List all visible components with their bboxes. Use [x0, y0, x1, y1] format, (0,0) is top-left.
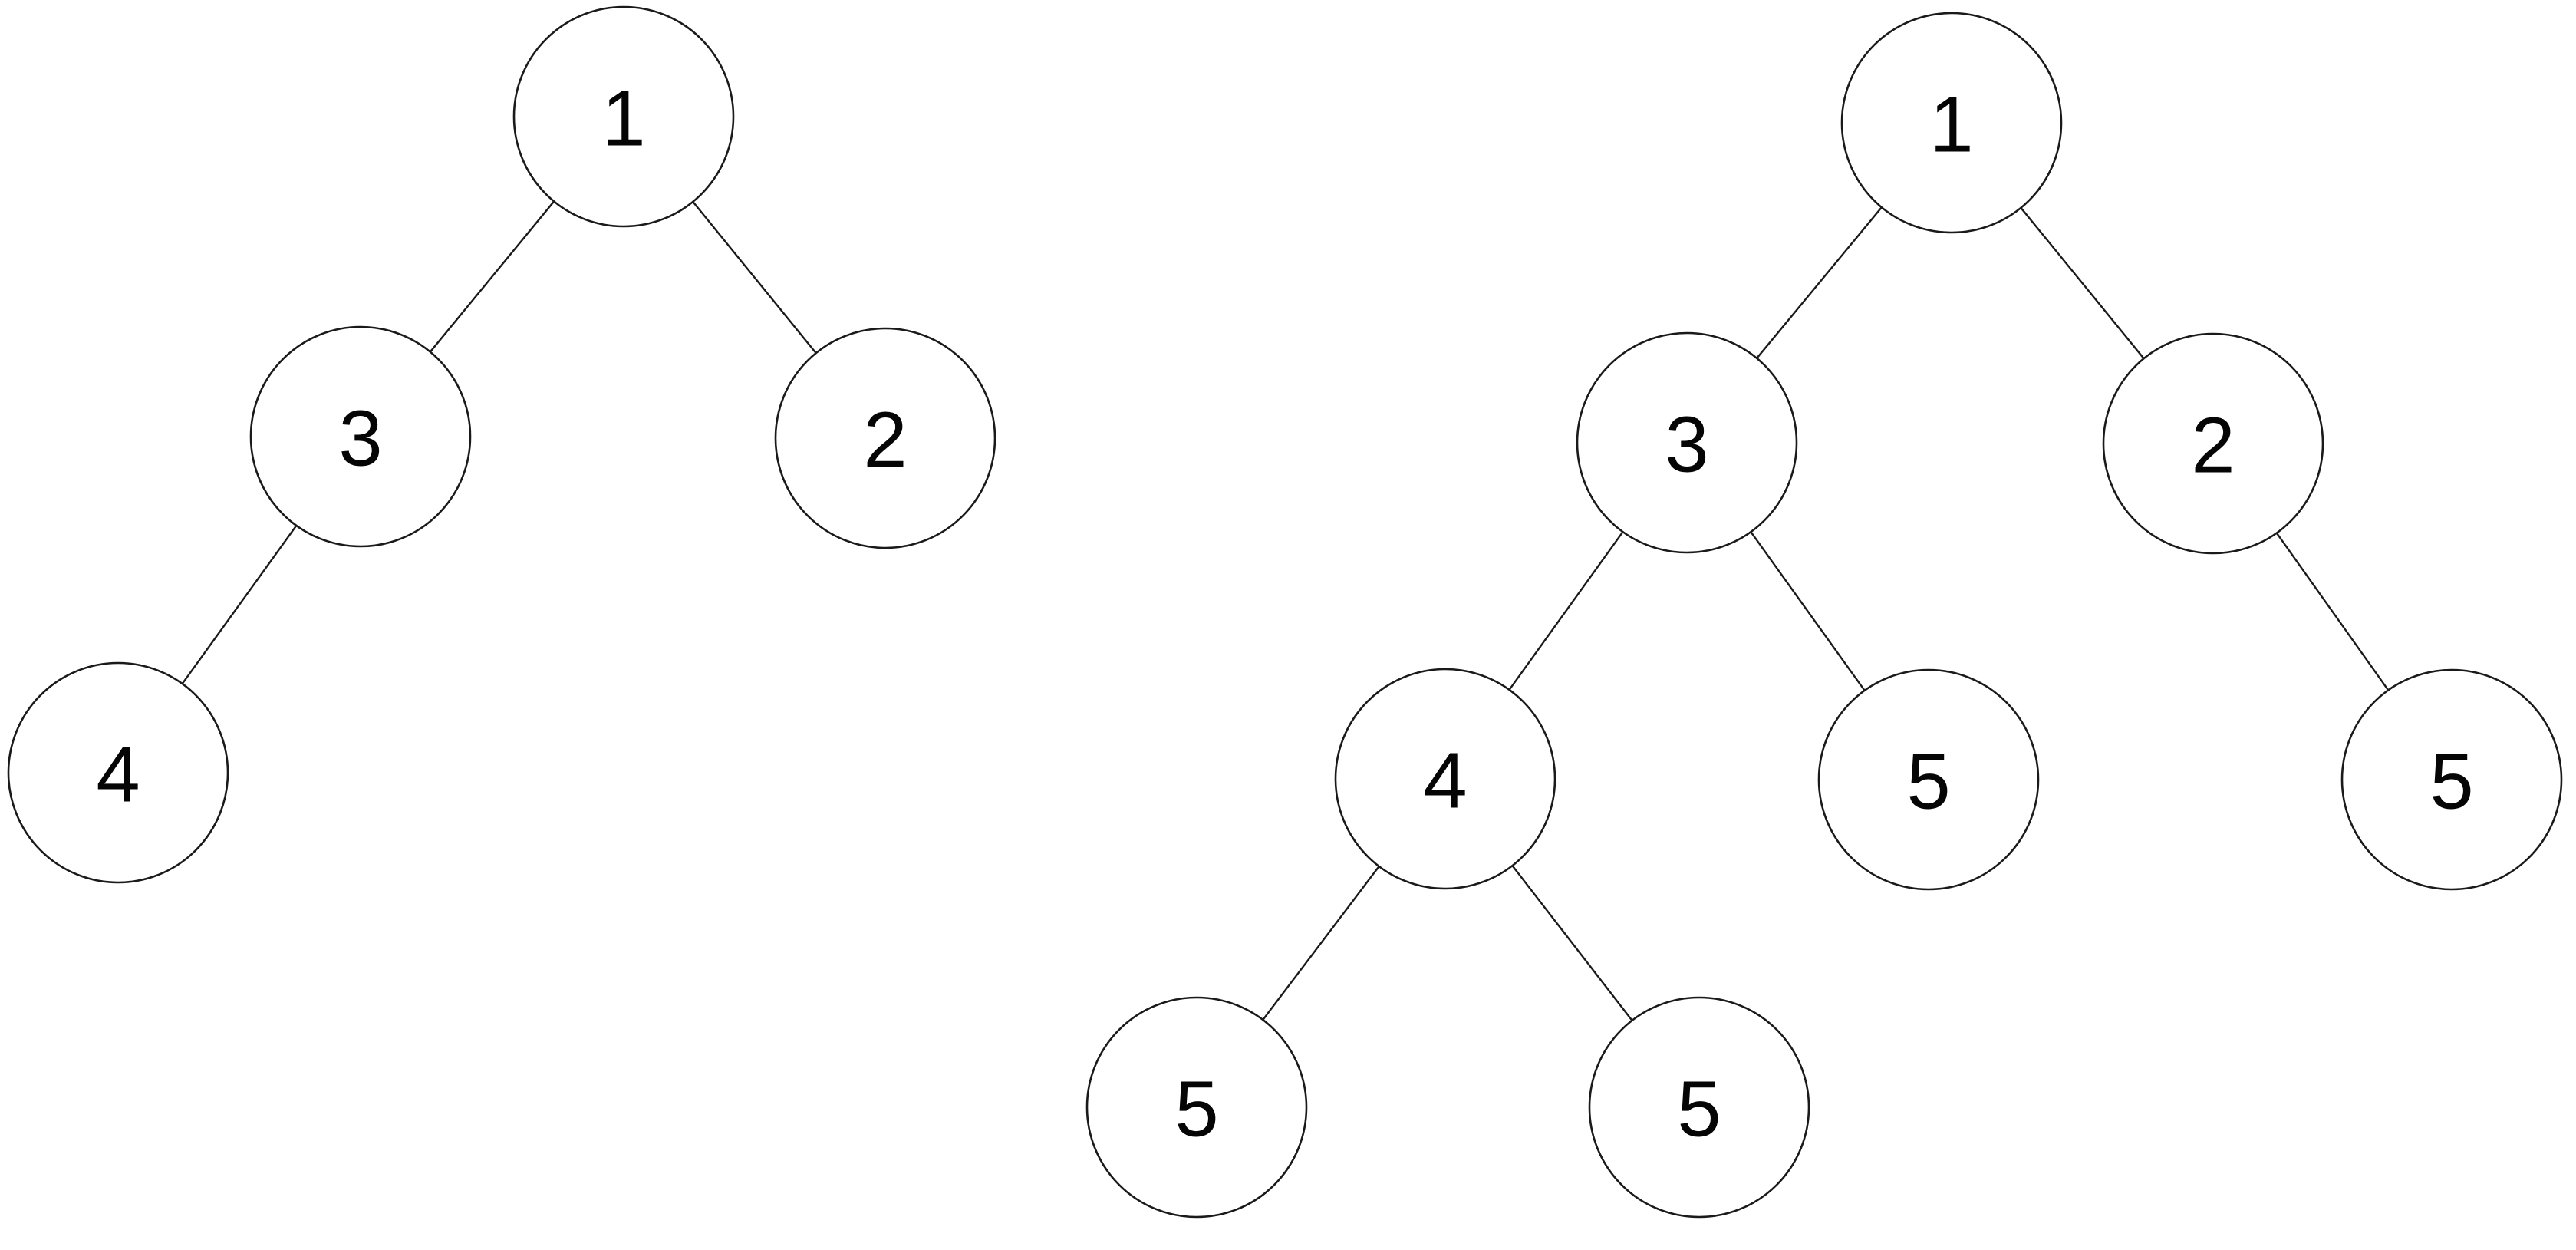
tree-node[interactable]: 3 [249, 325, 472, 548]
tree-edge [2020, 207, 2145, 359]
left-tree-edges [181, 200, 817, 684]
tree-node[interactable]: 5 [1588, 996, 1810, 1219]
tree-edge [2275, 532, 2390, 691]
nodes-layer: 1 3 2 4 1 3 2 4 5 5 5 5 [7, 5, 2563, 1219]
left-tree-nodes: 1 3 2 4 [7, 5, 996, 884]
node-circle[interactable] [2340, 668, 2563, 891]
node-circle[interactable] [2102, 332, 2324, 555]
node-label: 3 [338, 394, 382, 483]
node-circle[interactable] [7, 661, 229, 884]
node-circle[interactable] [1588, 996, 1810, 1219]
node-label: 2 [863, 396, 907, 484]
tree-node[interactable]: 2 [774, 327, 996, 549]
edges-layer [181, 200, 2390, 1021]
tree-node[interactable]: 5 [1085, 996, 1308, 1219]
node-circle[interactable] [1085, 996, 1308, 1219]
tree-edge [181, 525, 298, 684]
tree-edge [1508, 531, 1624, 691]
node-circle[interactable] [1840, 12, 2063, 234]
node-circle[interactable] [512, 5, 735, 228]
node-label: 5 [2429, 737, 2473, 826]
tree-node[interactable]: 1 [1840, 12, 2063, 234]
tree-edge [1750, 531, 1866, 691]
node-label: 5 [1677, 1065, 1721, 1153]
node-label: 2 [2191, 401, 2235, 490]
node-circle[interactable] [1576, 331, 1798, 554]
tree-edge [1756, 206, 1883, 359]
tree-node[interactable]: 2 [2102, 332, 2324, 555]
tree-edge [692, 201, 817, 354]
node-label: 3 [1665, 401, 1708, 489]
node-circle[interactable] [1334, 668, 1556, 890]
right-tree-nodes: 1 3 2 4 5 5 5 5 [1085, 12, 2563, 1219]
tree-node[interactable]: 4 [1334, 668, 1556, 890]
tree-node[interactable]: 1 [512, 5, 735, 228]
tree-node[interactable]: 5 [2340, 668, 2563, 891]
right-tree-edges [1262, 206, 2390, 1021]
tree-node[interactable]: 5 [1817, 668, 2040, 891]
tree-edge [1262, 866, 1380, 1021]
tree-node[interactable]: 4 [7, 661, 229, 884]
node-label: 4 [1423, 737, 1467, 825]
node-label: 5 [1906, 737, 1950, 826]
tree-node[interactable]: 3 [1576, 331, 1798, 554]
node-circle[interactable] [774, 327, 996, 549]
tree-edge [1511, 865, 1633, 1021]
node-label: 4 [96, 731, 140, 819]
node-circle[interactable] [249, 325, 472, 548]
node-label: 1 [1929, 81, 1973, 169]
node-label: 1 [601, 74, 645, 163]
node-circle[interactable] [1817, 668, 2040, 891]
node-label: 5 [1174, 1065, 1218, 1153]
tree-edge [429, 200, 555, 353]
